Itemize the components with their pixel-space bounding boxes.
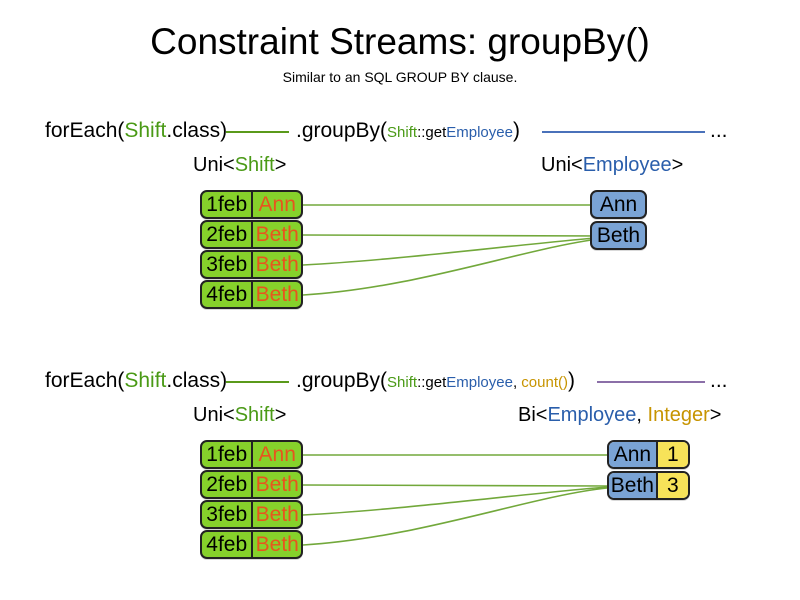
ellipsis-bottom: ... [710, 369, 728, 392]
foreach-type: Shift [124, 369, 167, 392]
foreach-suffix: .class) [166, 119, 228, 142]
type-label-bi-employee-integer: Bi<Employee, Integer> [518, 402, 721, 428]
employee-row[interactable]: Ann [590, 190, 647, 219]
foreach-prefix: forEach( [45, 369, 125, 392]
type-outer: Uni< [193, 154, 235, 176]
shift-date: 2feb [206, 223, 248, 246]
code-line-groupby-single: forEach(Shift.class) .groupBy(Shift::get… [0, 116, 800, 146]
type-inner: Employee [582, 154, 672, 176]
shift-employee: Ann [251, 192, 301, 217]
type-outer: Bi< [518, 404, 548, 426]
foreach-suffix: .class) [166, 369, 228, 392]
shift-date: 2feb [206, 473, 248, 496]
groupby-arg-sep: ::get [417, 374, 447, 391]
type-close: > [274, 154, 287, 176]
shift-row[interactable]: 3feb Beth [200, 250, 303, 279]
shift-employee: Beth [251, 502, 301, 527]
groupby-arg-type: Shift [387, 374, 418, 391]
shift-row[interactable]: 3feb Beth [200, 500, 303, 529]
type-inner2: Integer [647, 404, 710, 426]
shift-date: 3feb [206, 503, 248, 526]
shift-employee: Beth [251, 252, 301, 277]
employee-name: Ann [599, 193, 638, 216]
shift-row[interactable]: 1feb Ann [200, 190, 303, 219]
shift-row[interactable]: 1feb Ann [200, 440, 303, 469]
type-inner: Shift [234, 154, 275, 176]
type-close: > [671, 154, 684, 176]
shift-employee: Ann [251, 442, 301, 467]
groupby-label: .groupBy( [296, 119, 388, 142]
employee-name: Beth [609, 473, 656, 498]
code-line-groupby-count: forEach(Shift.class) .groupBy(Shift::get… [0, 366, 800, 396]
shift-employee: Beth [251, 282, 301, 307]
type-label-uni-shift-top: Uni<Shift> [193, 152, 286, 178]
employee-count: 1 [655, 442, 688, 467]
groupby-label: .groupBy( [296, 369, 388, 392]
groupby-arg-comma: , [512, 374, 522, 391]
shift-date: 1feb [206, 443, 248, 466]
foreach-type: Shift [124, 119, 167, 142]
shift-row[interactable]: 2feb Beth [200, 220, 303, 249]
shift-date: 1feb [206, 193, 248, 216]
employee-count: 3 [655, 473, 688, 498]
type-label-uni-shift-bottom: Uni<Shift> [193, 402, 286, 428]
groupby-close: ) [512, 119, 520, 142]
groupby-arg-type: Shift [387, 124, 418, 141]
type-close: > [709, 404, 722, 426]
type-outer: Uni< [541, 154, 583, 176]
groupby-close: ) [567, 369, 575, 392]
page-subtitle: Similar to an SQL GROUP BY clause. [282, 69, 518, 85]
employee-count-row[interactable]: Ann 1 [607, 440, 690, 469]
type-mid: , [636, 404, 648, 426]
groupby-arg-prop: Employee [446, 124, 513, 141]
shift-row[interactable]: 4feb Beth [200, 280, 303, 309]
shift-employee: Beth [251, 472, 301, 497]
employee-row[interactable]: Beth [590, 221, 647, 250]
link-groupby-to-ellipsis [597, 381, 705, 383]
shift-date: 3feb [206, 253, 248, 276]
shift-employee: Beth [251, 532, 301, 557]
type-label-uni-employee-top: Uni<Employee> [541, 152, 683, 178]
employee-name: Beth [596, 224, 641, 247]
groupby-arg-sep: ::get [417, 124, 447, 141]
shift-row[interactable]: 2feb Beth [200, 470, 303, 499]
shift-employee: Beth [251, 222, 301, 247]
page-title: Constraint Streams: groupBy() [150, 21, 650, 62]
ellipsis-top: ... [710, 119, 728, 142]
employee-count-row[interactable]: Beth 3 [607, 471, 690, 500]
link-foreach-to-groupby [226, 381, 289, 383]
type-inner: Employee [547, 404, 637, 426]
shift-row[interactable]: 4feb Beth [200, 530, 303, 559]
link-foreach-to-groupby [226, 131, 289, 133]
type-close: > [274, 404, 287, 426]
employee-name: Ann [609, 442, 656, 467]
shift-date: 4feb [206, 533, 248, 556]
type-outer: Uni< [193, 404, 235, 426]
type-inner: Shift [234, 404, 275, 426]
link-groupby-to-ellipsis [542, 131, 705, 133]
groupby-arg-prop: Employee [446, 374, 513, 391]
groupby-arg-collector: count() [521, 374, 568, 391]
foreach-prefix: forEach( [45, 119, 125, 142]
shift-date: 4feb [206, 283, 248, 306]
